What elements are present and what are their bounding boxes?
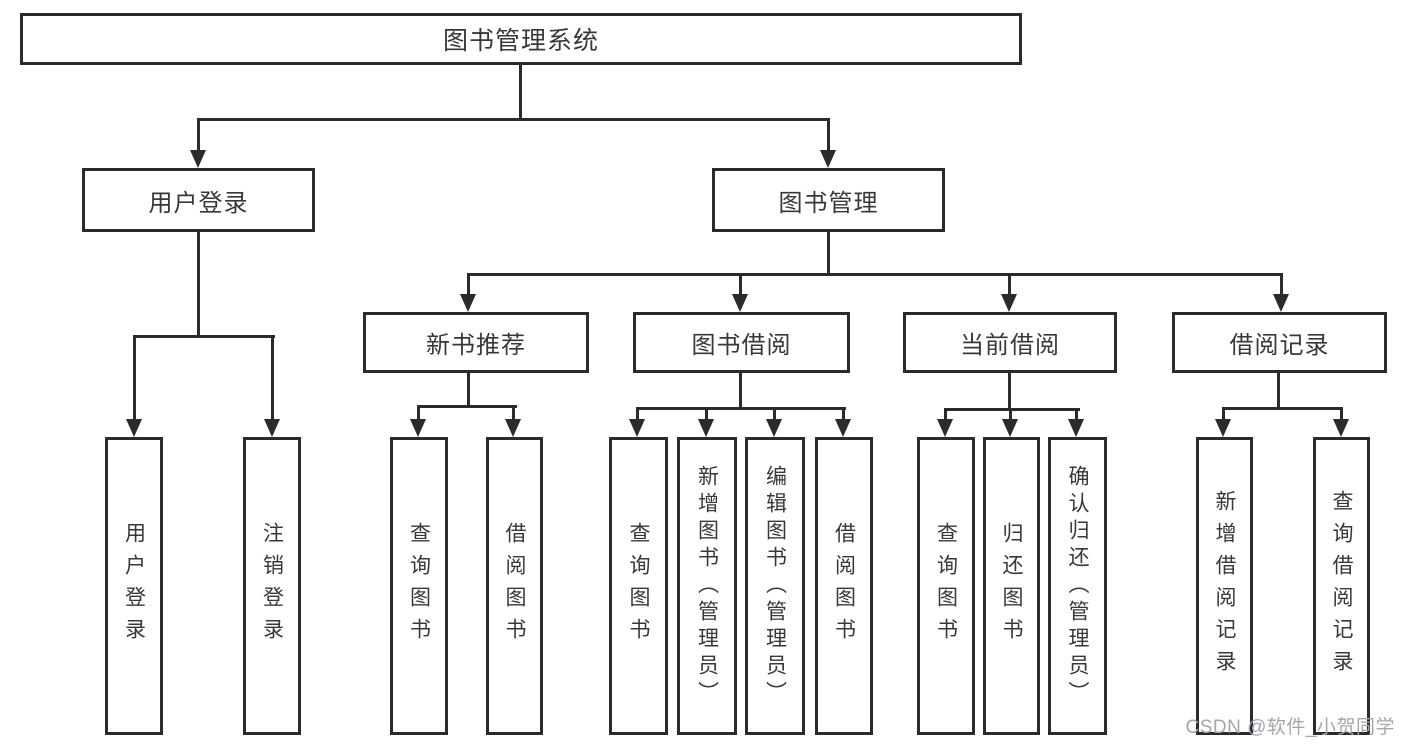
connector-line — [842, 407, 845, 423]
arrowhead-icon — [190, 150, 206, 168]
arrowhead-icon — [410, 419, 426, 437]
arrowhead-icon — [820, 150, 836, 168]
leaf-edit-books-admin: 编辑图书（管理员） — [745, 437, 805, 735]
connector-line — [1277, 373, 1280, 410]
connector-line — [1340, 407, 1343, 423]
connector-line — [467, 373, 470, 408]
node-book-management: 图书管理 — [712, 168, 945, 232]
connector-line — [417, 405, 420, 423]
arrowhead-icon — [698, 419, 714, 437]
connector-line — [773, 407, 776, 423]
connector-line — [739, 373, 742, 410]
connector-line — [636, 407, 639, 423]
arrowhead-icon — [732, 294, 748, 312]
arrowhead-icon — [460, 294, 476, 312]
connector-line — [1075, 408, 1078, 423]
connector-line — [417, 405, 517, 408]
connector-line — [1280, 273, 1283, 298]
connector-line — [1222, 407, 1225, 423]
arrowhead-icon — [1273, 294, 1289, 312]
leaf-user-login: 用户登录 — [105, 437, 163, 735]
connector-line — [197, 232, 200, 338]
connector-line — [467, 273, 1283, 276]
node-user-login: 用户登录 — [82, 168, 315, 232]
node-library-management-system: 图书管理系统 — [20, 13, 1022, 65]
connector-line — [827, 118, 830, 154]
node-new-book-recommend: 新书推荐 — [363, 312, 589, 373]
leaf-query-books-borrowing: 查询图书 — [609, 437, 668, 735]
leaf-add-borrow-record: 新增借阅记录 — [1196, 437, 1253, 735]
leaf-return-books: 归还图书 — [983, 437, 1040, 735]
connector-line — [133, 335, 275, 338]
leaf-borrow-books-recommend: 借阅图书 — [486, 437, 543, 735]
connector-line — [944, 408, 1080, 411]
csdn-watermark: CSDN @软件_小贺同学 — [1185, 717, 1395, 738]
arrowhead-icon — [937, 419, 953, 437]
leaf-confirm-return-admin: 确认归还（管理员） — [1048, 437, 1107, 735]
leaf-borrow-books: 借阅图书 — [815, 437, 873, 735]
connector-line — [1222, 407, 1343, 410]
arrowhead-icon — [766, 419, 782, 437]
connector-line — [197, 118, 200, 154]
arrowhead-icon — [505, 419, 521, 437]
leaf-query-books-current: 查询图书 — [917, 437, 975, 735]
connector-line — [739, 273, 742, 298]
connector-line — [705, 407, 708, 423]
connector-line — [519, 65, 522, 121]
connector-line — [1009, 408, 1012, 423]
leaf-query-borrow-record: 查询借阅记录 — [1313, 437, 1370, 735]
arrowhead-icon — [1333, 419, 1349, 437]
node-book-borrowing: 图书借阅 — [633, 312, 850, 373]
arrowhead-icon — [264, 419, 280, 437]
arrowhead-icon — [126, 419, 142, 437]
leaf-query-books-recommend: 查询图书 — [390, 437, 448, 735]
arrowhead-icon — [1068, 419, 1084, 437]
connector-line — [1008, 273, 1011, 298]
node-borrow-records: 借阅记录 — [1172, 312, 1387, 373]
connector-line — [133, 335, 136, 423]
arrowhead-icon — [1215, 419, 1231, 437]
arrowhead-icon — [629, 419, 645, 437]
arrowhead-icon — [1002, 419, 1018, 437]
leaf-add-books-admin: 新增图书（管理员） — [677, 437, 737, 735]
connector-line — [827, 232, 830, 276]
connector-line — [1008, 373, 1011, 411]
connector-line — [467, 273, 470, 298]
connector-line — [197, 118, 830, 121]
arrowhead-icon — [835, 419, 851, 437]
connector-line — [636, 407, 846, 410]
connector-line — [944, 408, 947, 423]
node-current-borrowing: 当前借阅 — [903, 312, 1117, 373]
connector-line — [271, 335, 274, 423]
arrowhead-icon — [1001, 294, 1017, 312]
leaf-logout: 注销登录 — [243, 437, 301, 735]
connector-line — [512, 405, 515, 423]
